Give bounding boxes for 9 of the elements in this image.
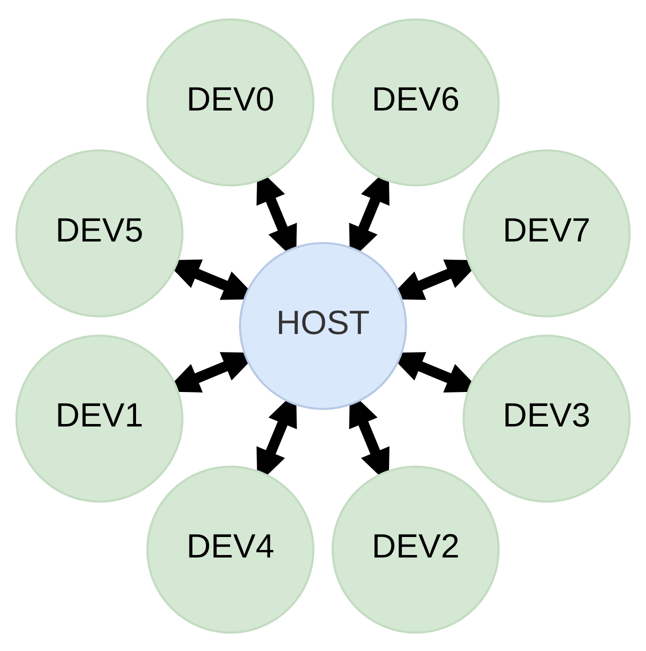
node-circle: DEV1: [15, 334, 184, 502]
node-circle: DEV3: [462, 334, 631, 502]
node-circle: DEV5: [15, 148, 184, 317]
node-circle: DEV6: [332, 18, 500, 186]
node-circle: DEV4: [146, 465, 314, 634]
node-circle: DEV2: [332, 465, 500, 634]
node-circle: DEV0: [146, 18, 314, 186]
node-circle: HOST: [238, 241, 408, 410]
node-circle: DEV7: [462, 148, 631, 317]
